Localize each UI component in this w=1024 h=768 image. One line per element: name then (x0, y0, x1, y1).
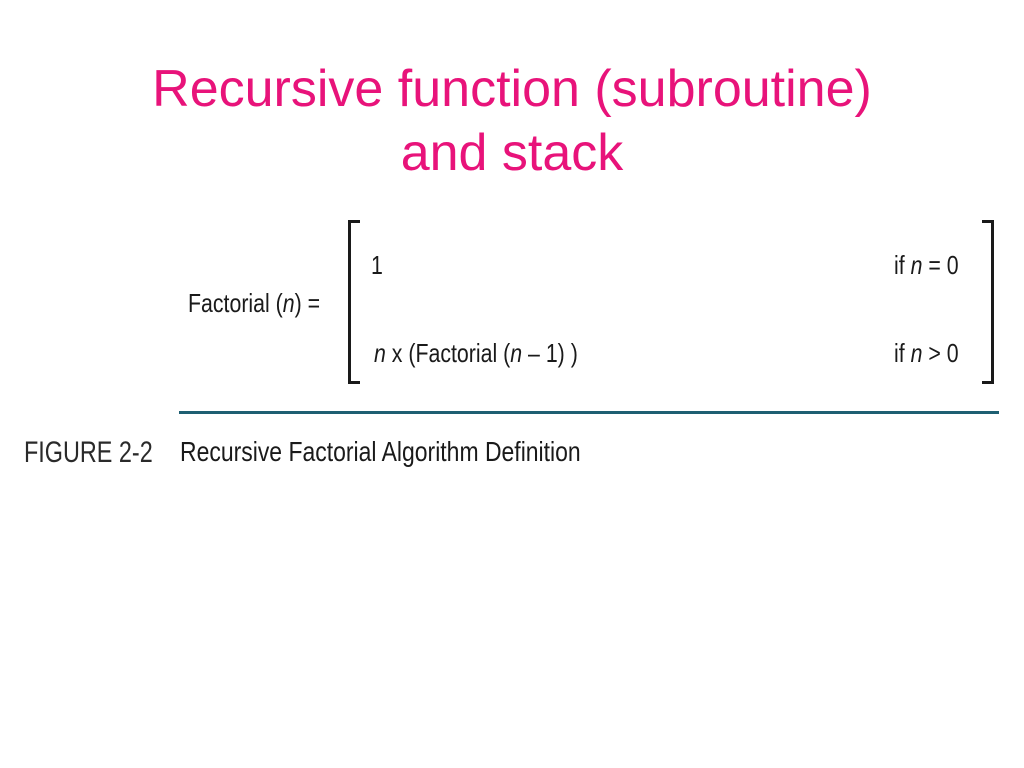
case-1-condition-rest: = 0 (922, 250, 959, 280)
right-bracket (982, 220, 994, 384)
formula-lhs: Factorial (n) = (188, 288, 320, 319)
case-2-value-mid: x (Factorial ( (385, 338, 511, 368)
left-bracket (348, 220, 360, 384)
factorial-definition-formula: Factorial (n) = 1 if n = 0 n x (Factoria… (180, 220, 1000, 390)
formula-lhs-variable: n (282, 288, 295, 318)
case-2-value-variable-2: n (510, 338, 523, 368)
case-1-condition-variable: n (910, 250, 923, 280)
slide-title-line-2: and stack (400, 123, 624, 182)
case-2-condition-variable: n (910, 338, 923, 368)
slide-title: Recursive function (subroutine) and stac… (0, 57, 1024, 185)
figure-caption-text: Recursive Factorial Algorithm Definition (180, 436, 581, 467)
formula-lhs-name: Factorial ( (188, 288, 283, 318)
figure-divider-rule (179, 411, 999, 414)
case-2-condition: if n > 0 (894, 338, 959, 369)
case-1-condition-if: if (894, 250, 911, 280)
case-2-value-variable: n (374, 338, 386, 368)
formula-lhs-tail: ) = (294, 288, 321, 318)
slide-title-line-1: Recursive function (subroutine) (152, 59, 872, 118)
case-2-value-tail: – 1) ) (522, 338, 578, 368)
case-2-condition-rest: > 0 (922, 338, 959, 368)
case-2-condition-if: if (894, 338, 911, 368)
case-2-value: n x (Factorial (n – 1) ) (374, 338, 578, 369)
case-1-condition: if n = 0 (894, 250, 959, 281)
figure-number: FIGURE 2-2 (24, 436, 153, 469)
case-1-value: 1 (371, 250, 383, 280)
